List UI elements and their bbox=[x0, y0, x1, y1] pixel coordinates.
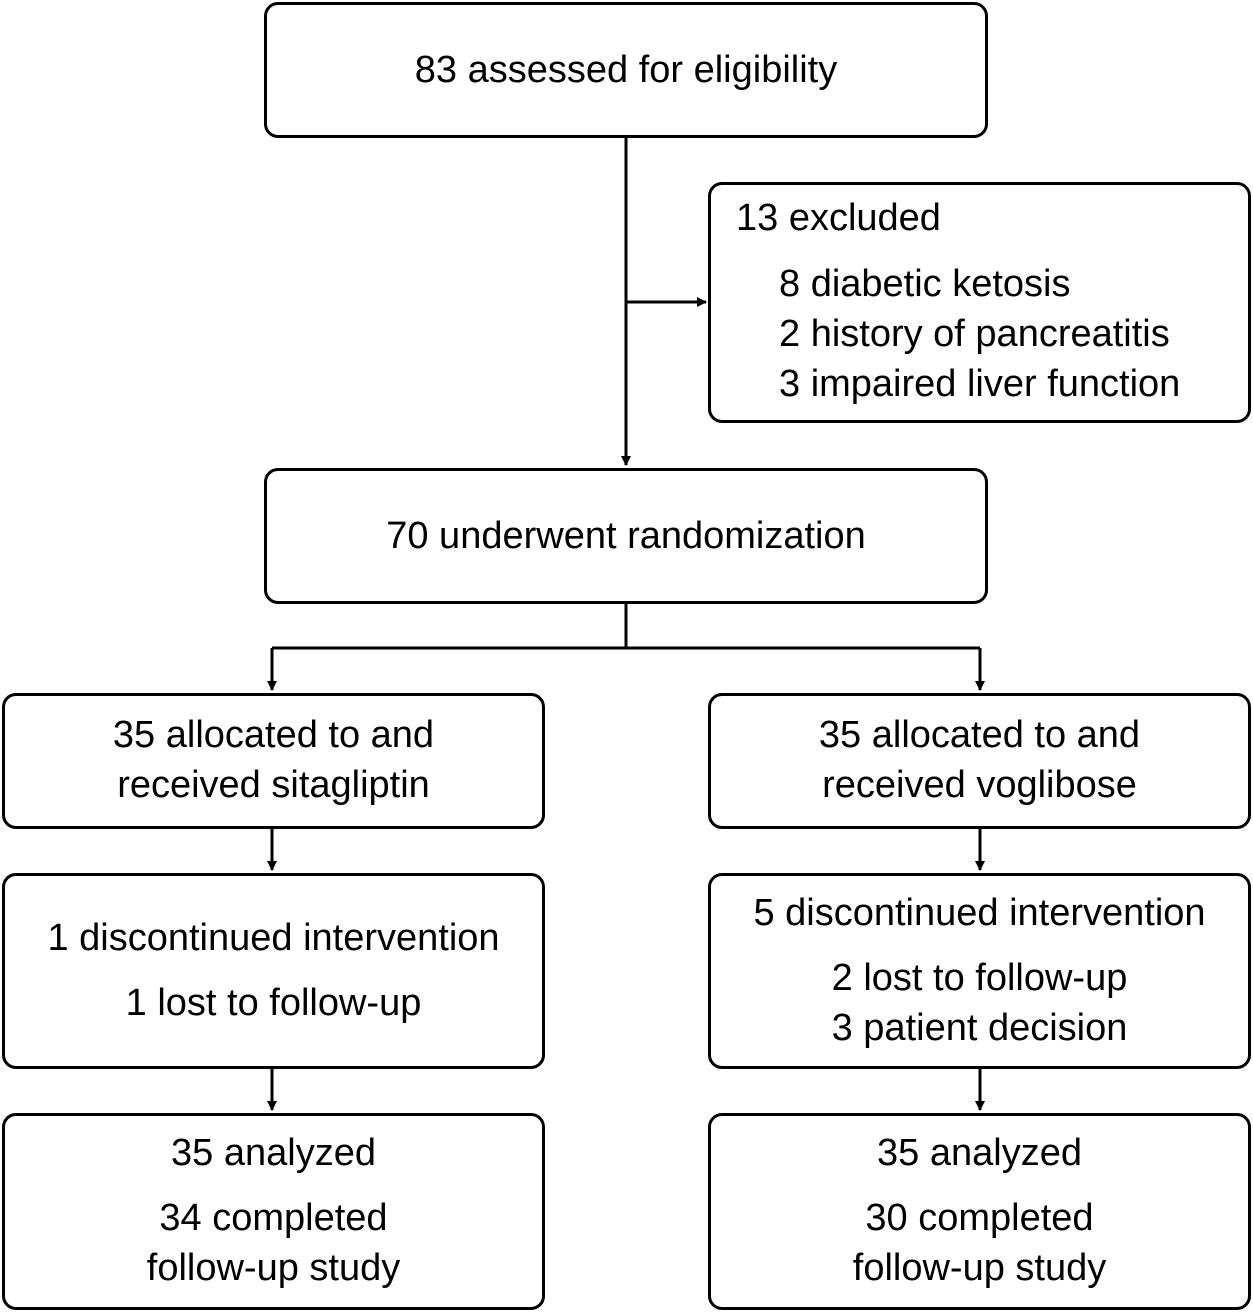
excluded-title: 13 excluded bbox=[736, 197, 941, 239]
analysis-line: 30 completed bbox=[865, 1197, 1094, 1239]
analysis-line: 34 completed bbox=[159, 1197, 388, 1239]
followup-line: 5 discontinued intervention bbox=[753, 892, 1206, 934]
analysis-line: 35 analyzed bbox=[171, 1132, 376, 1174]
followup-line: 2 lost to follow-up bbox=[831, 957, 1128, 999]
analysis-line: follow-up study bbox=[146, 1247, 401, 1289]
analysis-line: follow-up study bbox=[852, 1247, 1107, 1289]
followup-box-voglibose: 5 discontinued intervention 2 lost to fo… bbox=[708, 873, 1251, 1069]
allocation-box-sitagliptin: 35 allocated to and received sitagliptin bbox=[2, 693, 545, 829]
assessed-box: 83 assessed for eligibility bbox=[264, 2, 988, 138]
randomization-box: 70 underwent randomization bbox=[264, 468, 988, 604]
allocation-line: received sitagliptin bbox=[117, 764, 430, 806]
followup-line: 1 lost to follow-up bbox=[125, 982, 422, 1024]
analysis-line: 35 analyzed bbox=[877, 1132, 1082, 1174]
followup-line: 3 patient decision bbox=[831, 1007, 1128, 1049]
excluded-reason: 2 history of pancreatitis bbox=[779, 313, 1170, 355]
excluded-reason: 3 impaired liver function bbox=[779, 363, 1181, 405]
allocation-line: 35 allocated to and bbox=[818, 714, 1141, 756]
allocation-box-voglibose: 35 allocated to and received voglibose bbox=[708, 693, 1251, 829]
analysis-box-sitagliptin: 35 analyzed 34 completed follow-up study bbox=[2, 1113, 545, 1310]
followup-box-sitagliptin: 1 discontinued intervention 1 lost to fo… bbox=[2, 873, 545, 1069]
randomization-text: 70 underwent randomization bbox=[386, 515, 866, 557]
excluded-reason: 8 diabetic ketosis bbox=[779, 263, 1071, 305]
allocation-line: received voglibose bbox=[822, 764, 1137, 806]
followup-line: 1 discontinued intervention bbox=[47, 917, 500, 959]
excluded-box: 13 excluded 8 diabetic ketosis 2 history… bbox=[708, 182, 1251, 423]
assessed-text: 83 assessed for eligibility bbox=[414, 49, 838, 91]
analysis-box-voglibose: 35 analyzed 30 completed follow-up study bbox=[708, 1113, 1251, 1310]
allocation-line: 35 allocated to and bbox=[112, 714, 435, 756]
